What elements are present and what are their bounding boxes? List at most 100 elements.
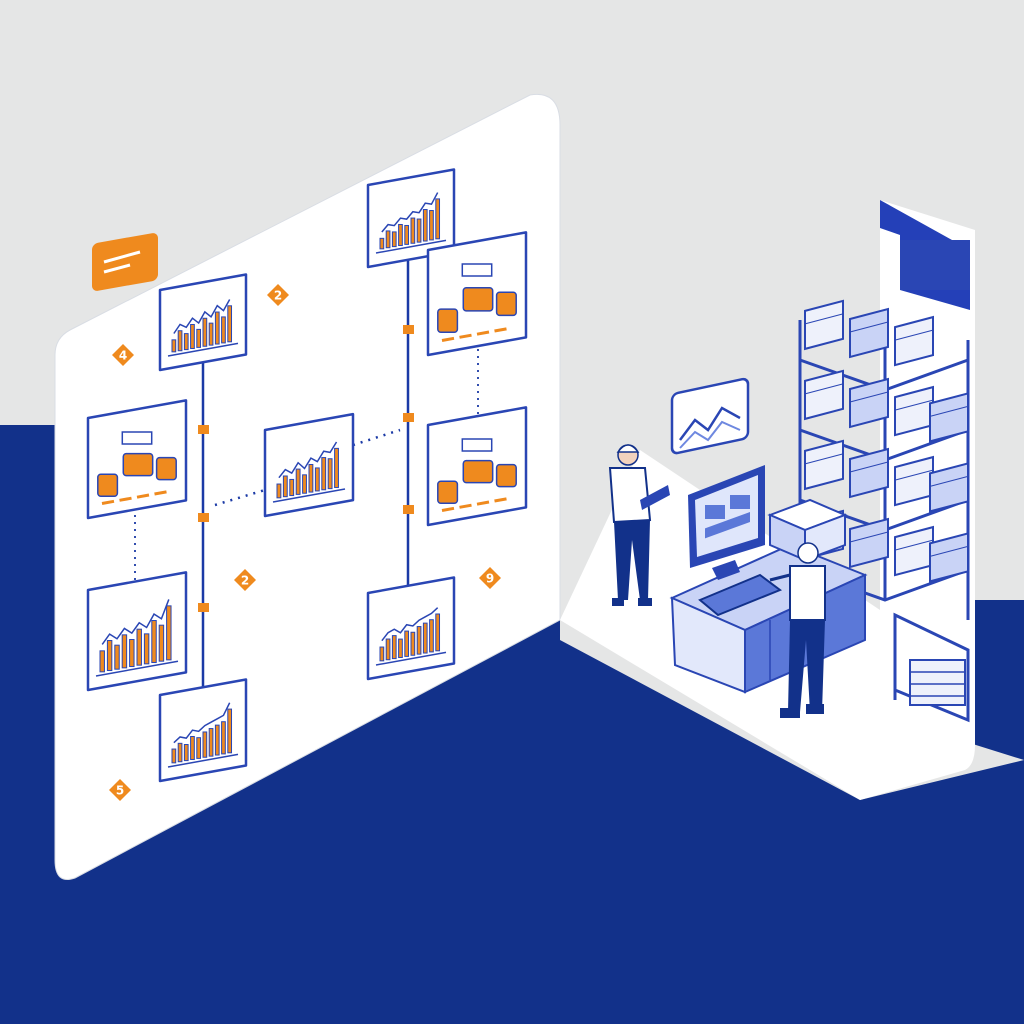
chart-bar <box>289 478 295 497</box>
chart-bar <box>379 237 385 250</box>
chart-bar <box>385 638 391 661</box>
chart-baseline <box>272 488 346 503</box>
shelf-box <box>804 439 844 491</box>
chart-bar <box>221 316 226 344</box>
chart-bar <box>321 457 327 491</box>
box-line <box>804 383 844 395</box>
chart-baseline <box>375 651 447 666</box>
step-badge: 5 <box>109 779 131 801</box>
card-dash <box>476 330 490 336</box>
chart-trend-line <box>173 299 231 334</box>
chart-bar <box>435 613 441 652</box>
chart-bar <box>302 474 307 494</box>
chart-bar <box>404 224 410 245</box>
chart-bar <box>227 708 233 754</box>
box-line <box>804 453 844 465</box>
chart-bar <box>129 639 135 668</box>
chart-trend-line <box>173 702 231 744</box>
computer-monitor-icon <box>688 465 765 580</box>
crate <box>495 291 517 317</box>
node-chart-lower-left <box>86 571 188 692</box>
worker-with-tablet <box>608 444 670 606</box>
box-line <box>894 539 934 551</box>
badge-shape <box>479 567 501 589</box>
chart-baseline <box>167 342 239 357</box>
chart-bar <box>196 328 202 348</box>
keyboard <box>698 573 783 617</box>
card-dash <box>154 490 167 496</box>
chart-bar <box>202 731 208 758</box>
chart-trend-line <box>381 607 439 642</box>
chart-bar <box>416 626 422 655</box>
card-label-box <box>121 431 153 445</box>
chart-bar <box>99 650 105 673</box>
node-boxes-right-upper <box>426 231 528 357</box>
badge-label: 4 <box>119 349 127 363</box>
box-line <box>849 321 889 333</box>
chart-bar <box>276 483 282 499</box>
chart-bar <box>151 620 157 664</box>
chart-bar <box>282 475 288 498</box>
chart-bar <box>334 447 339 488</box>
chart-bar <box>410 217 416 244</box>
chart-bar <box>171 339 177 353</box>
card-dash <box>476 500 490 506</box>
node-chart-bottom <box>158 678 248 783</box>
chart-bar <box>398 638 403 658</box>
chart-bar <box>227 305 233 343</box>
box-line <box>849 391 889 403</box>
shelf-box <box>804 299 844 351</box>
shelf-box <box>929 392 969 443</box>
box-line <box>929 475 969 487</box>
box-line <box>894 469 934 481</box>
badge-shape <box>267 284 289 306</box>
chart-bar <box>121 634 128 669</box>
shelf-box <box>929 532 969 583</box>
shelf-box <box>804 369 844 421</box>
step-badge: 9 <box>479 567 501 589</box>
chart-bar <box>314 467 320 492</box>
chart-bar <box>429 210 434 241</box>
chart-bar <box>391 635 397 660</box>
note-tag <box>92 233 158 291</box>
chart-bar <box>308 463 314 493</box>
card-dash <box>101 499 115 505</box>
chart-bar <box>416 218 422 243</box>
chart-bar <box>410 631 416 656</box>
chart-bar <box>208 728 214 757</box>
cart <box>893 612 970 723</box>
chart-baseline <box>375 239 447 254</box>
chart-bar <box>214 311 220 345</box>
box-line <box>804 313 844 325</box>
chart-bar <box>196 737 202 759</box>
crate <box>437 480 459 504</box>
node-chart-upper-left <box>158 273 248 372</box>
chart-bar <box>171 748 177 764</box>
crate <box>437 308 459 333</box>
chart-bar <box>422 622 428 654</box>
chart-bar <box>136 628 142 666</box>
badge-label: 9 <box>486 572 494 586</box>
shelf-box <box>849 517 889 569</box>
card-dash <box>494 327 507 333</box>
badge-label: 2 <box>274 289 282 303</box>
chart-bar <box>379 646 385 662</box>
box-line <box>929 405 969 417</box>
chart-trend-line <box>278 441 338 479</box>
crate <box>97 473 119 497</box>
box-line <box>894 329 934 341</box>
chart-bar <box>422 209 428 242</box>
badge-shape <box>109 779 131 801</box>
crate <box>462 286 494 312</box>
chart-bar <box>190 735 195 760</box>
chart-bar <box>183 744 189 762</box>
chart-trend-line <box>101 599 170 645</box>
chart-bar <box>177 742 183 763</box>
diagram-nodes <box>86 168 528 783</box>
worker-at-desk <box>769 542 826 718</box>
chart-bar <box>327 458 333 490</box>
chart-bar <box>214 724 220 756</box>
shelf-box <box>849 307 889 359</box>
crate <box>122 452 154 477</box>
box-line <box>929 545 969 557</box>
